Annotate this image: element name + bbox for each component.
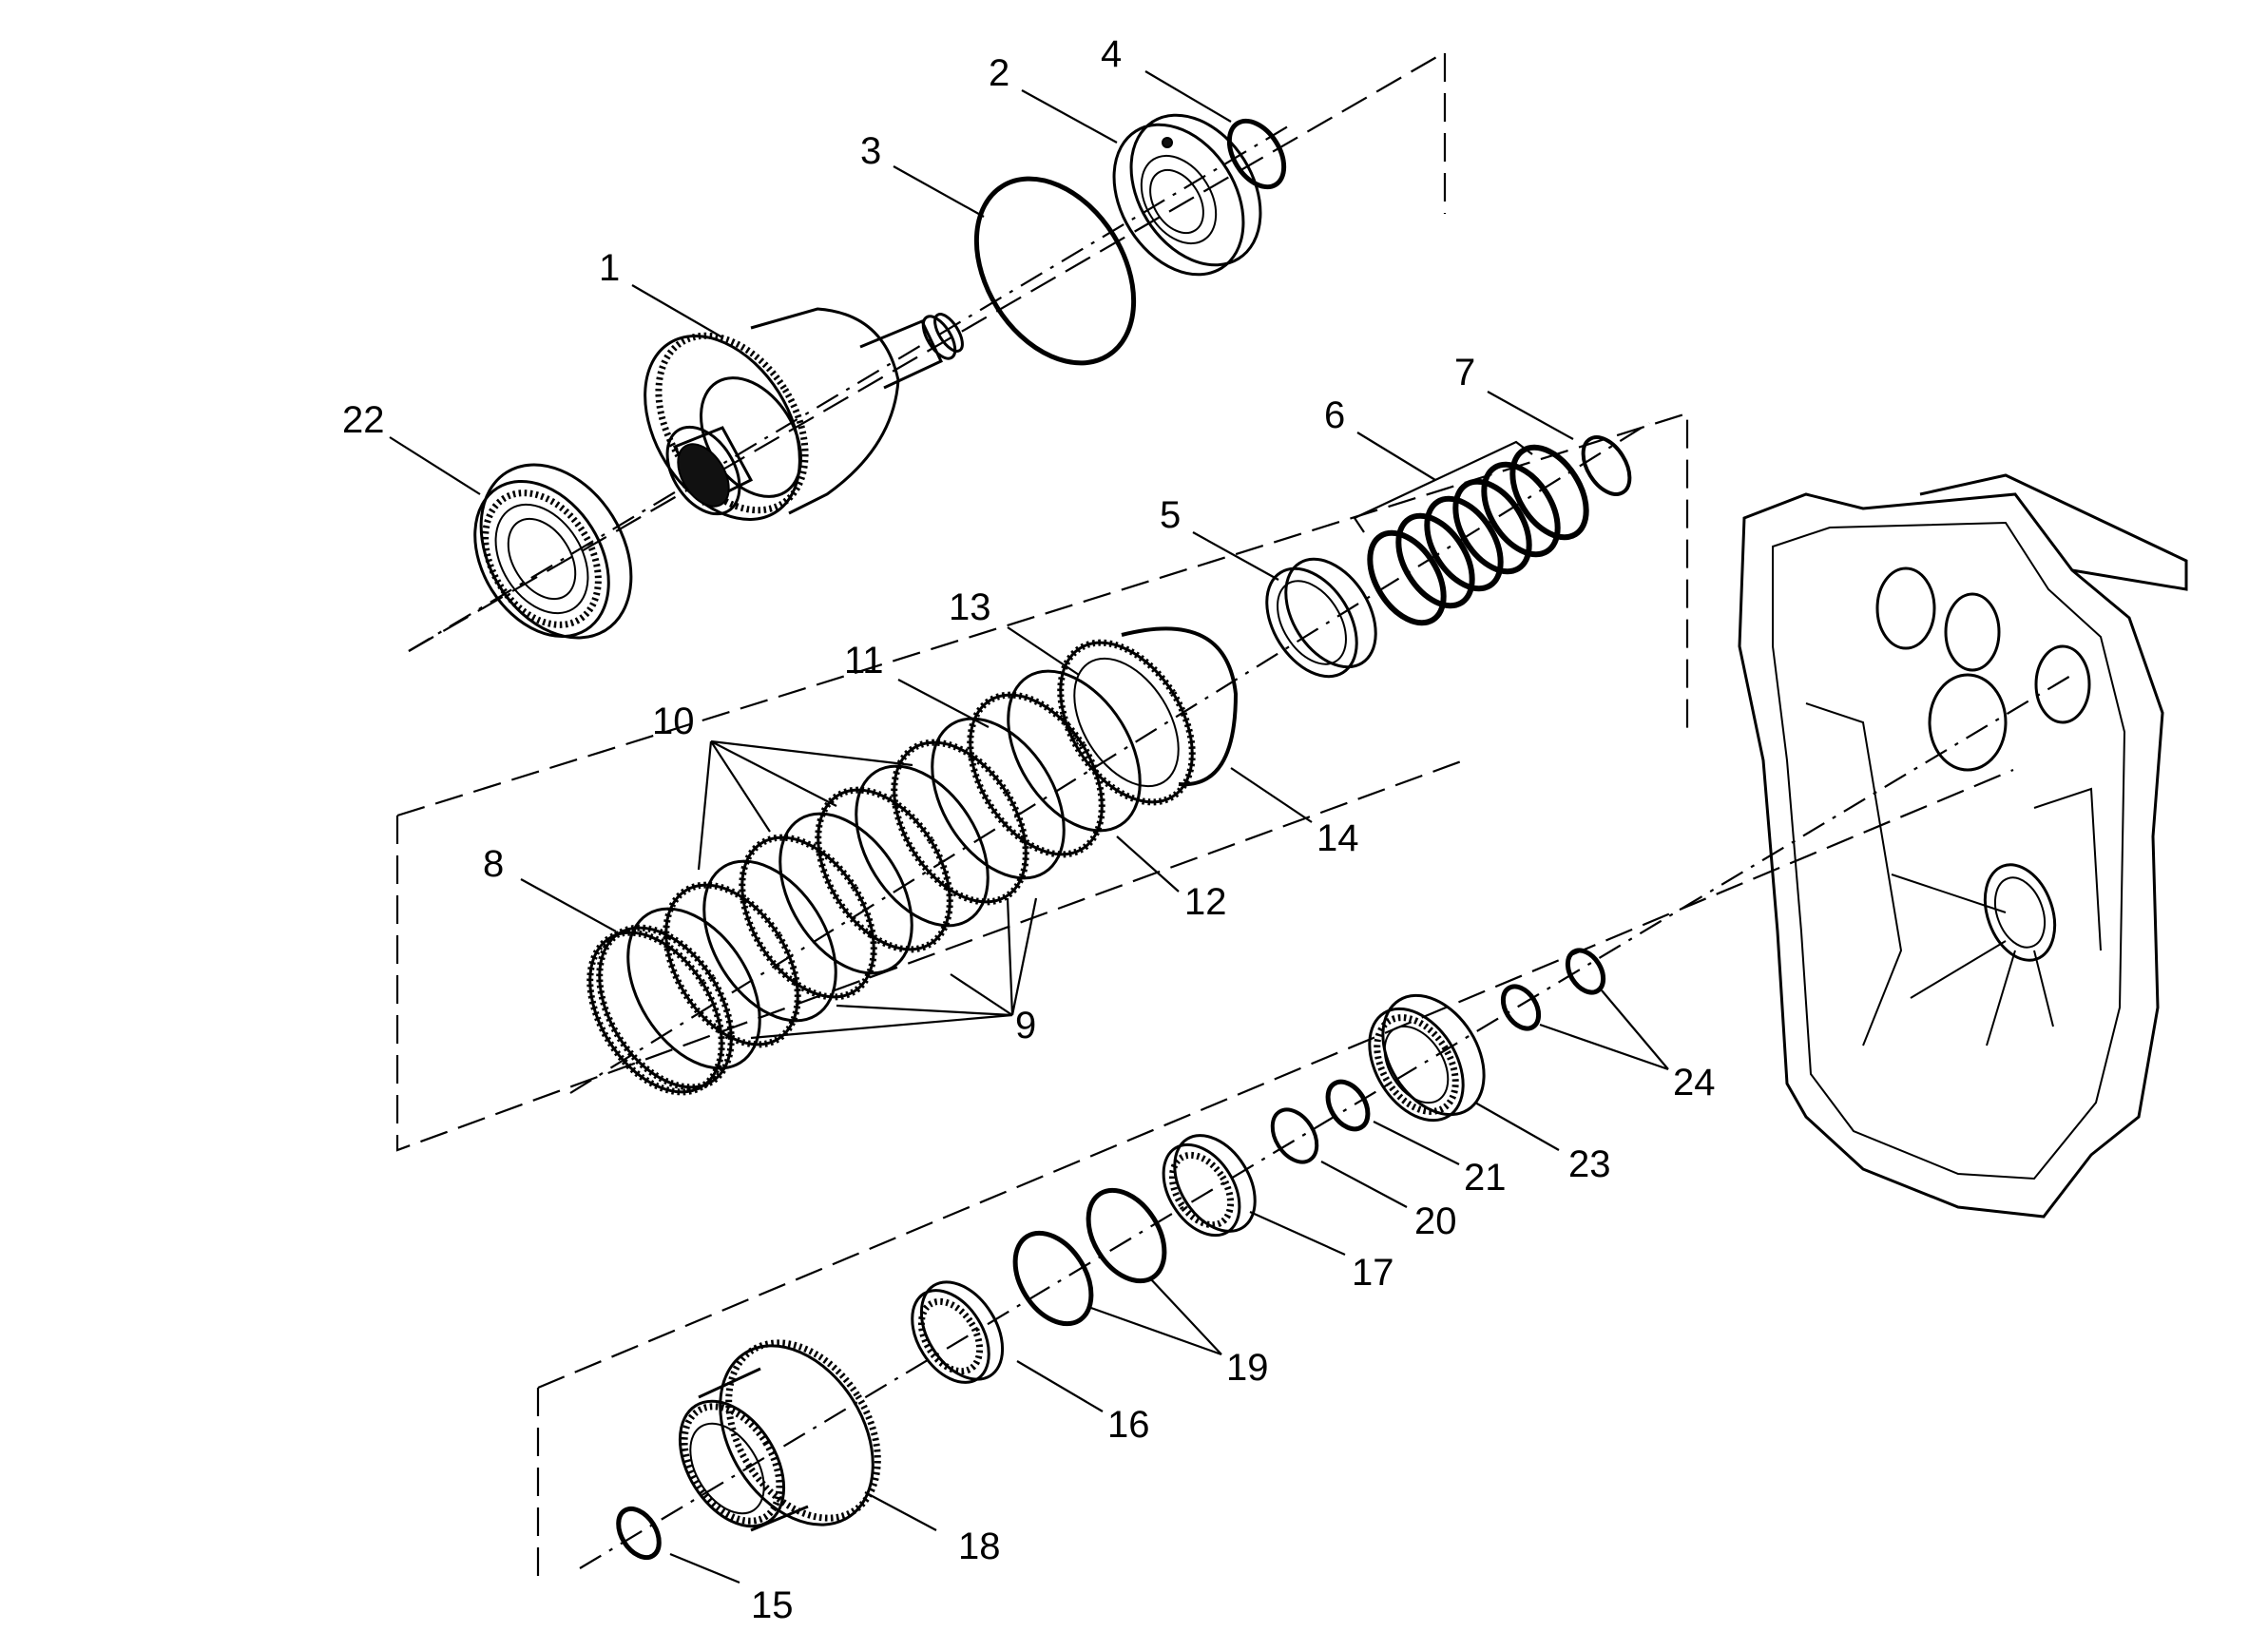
callout-2: 2: [989, 52, 1009, 94]
part-4-o-ring: [1226, 118, 1287, 190]
leader-11: [897, 679, 990, 728]
leader-20: [1320, 1161, 1408, 1208]
leader-12: [1116, 835, 1180, 893]
part-24-o-ring-b: [1500, 984, 1542, 1031]
part-19-snap-ring-a: [1086, 1187, 1167, 1284]
part-23-roller-bearing: [1368, 993, 1486, 1123]
callout-24: 24: [1673, 1062, 1716, 1104]
leader-lines: [389, 70, 1669, 1584]
leader-21: [1373, 1121, 1460, 1165]
leader-19: [1087, 1277, 1222, 1356]
bracket-6: [1353, 440, 1533, 533]
part-7-snap-ring: [1581, 435, 1632, 496]
leader-5: [1192, 531, 1279, 581]
part-20-ring: [1270, 1107, 1319, 1164]
leader-18: [864, 1491, 937, 1531]
part-6-spring-pack: [1367, 444, 1589, 626]
callout-17: 17: [1352, 1252, 1394, 1294]
leader-24: [1539, 989, 1669, 1071]
part-1-gear-shaft: [644, 307, 964, 521]
transmission-housing: [1738, 473, 2188, 1219]
callout-20: 20: [1414, 1200, 1457, 1242]
leader-17: [1249, 1210, 1346, 1257]
part-5-bushing: [1265, 557, 1377, 679]
callout-23: 23: [1568, 1143, 1611, 1185]
leader-8: [520, 878, 617, 932]
callout-22: 22: [342, 399, 385, 441]
leader-7: [1487, 391, 1574, 440]
part-12-disc: [1007, 669, 1142, 833]
callout-7: 7: [1454, 352, 1475, 394]
center-axes: [408, 123, 2073, 1569]
leader-1: [631, 284, 723, 338]
boundary-lower: [536, 768, 2014, 1578]
callout-19: 19: [1226, 1347, 1269, 1389]
callout-4: 4: [1101, 33, 1122, 75]
parts: [473, 113, 2188, 1561]
part-15-ring: [616, 1506, 662, 1561]
callout-11: 11: [844, 640, 884, 682]
part-2-bearing-cover: [1112, 113, 1262, 277]
part-14-retaining-ring: [1121, 626, 1239, 787]
clutch-disc-stack: [586, 669, 1142, 1096]
part-13-end-plate: [1057, 639, 1196, 806]
axis-middle: [569, 422, 1650, 1094]
part-21-ring: [1325, 1079, 1371, 1132]
callout-3: 3: [860, 130, 881, 172]
part-22-roller-bearing: [473, 463, 633, 640]
leader-10: [697, 739, 913, 871]
callout-5: 5: [1160, 494, 1181, 536]
leader-3: [893, 165, 985, 218]
callout-1: 1: [599, 247, 620, 289]
leader-15: [669, 1552, 740, 1584]
callout-13: 13: [949, 586, 991, 628]
leader-22: [389, 436, 481, 495]
callout-15: 15: [751, 1584, 794, 1626]
part-19-snap-ring-b: [1012, 1230, 1094, 1327]
leader-6: [1356, 432, 1436, 481]
callout-21: 21: [1464, 1157, 1507, 1199]
leader-9: [750, 897, 1038, 1040]
callout-12: 12: [1184, 881, 1227, 923]
callout-8: 8: [483, 843, 504, 885]
leader-13: [1007, 626, 1080, 676]
callout-18: 18: [958, 1526, 1001, 1567]
leader-23: [1474, 1102, 1560, 1151]
leader-14: [1230, 767, 1313, 823]
leader-4: [1144, 70, 1232, 123]
leader-2: [1021, 89, 1118, 144]
axis-lower: [579, 674, 2073, 1569]
callout-6: 6: [1324, 394, 1345, 436]
callout-16: 16: [1107, 1404, 1150, 1446]
boundary-middle: [395, 412, 1689, 1152]
group-boundaries: [395, 50, 2014, 1578]
part-18-gear-hub: [678, 1339, 881, 1532]
part-3-large-o-ring: [973, 176, 1137, 366]
callout-labels: 1 2 3 4 5 6 7 8 9 10 11 12 13 14 15 16 1…: [342, 33, 1716, 1626]
boundary-upper: [408, 50, 1447, 652]
part-24-o-ring-a: [1565, 948, 1606, 995]
part-16-bearing: [911, 1280, 1005, 1384]
axis-upper: [408, 123, 1294, 652]
part-17-bearing: [1162, 1134, 1257, 1238]
callout-9: 9: [1015, 1005, 1036, 1046]
callout-10: 10: [652, 701, 695, 742]
callout-14: 14: [1317, 817, 1359, 859]
leader-16: [1016, 1360, 1104, 1412]
